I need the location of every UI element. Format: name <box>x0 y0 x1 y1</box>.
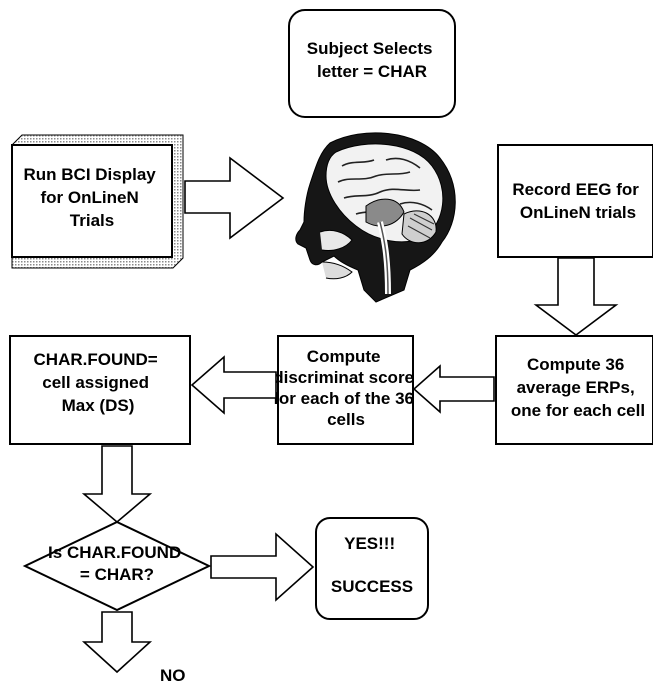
subject-selects-node: Subject Selects letter = CHAR <box>288 9 456 118</box>
run-bci-line-3: Trials <box>70 211 114 230</box>
svg-text:Compute 36 average ERPs,: Compute 36 average ERPs, one for each ce… <box>511 355 645 420</box>
arrow-decision-no <box>81 611 153 674</box>
arrow-decision-to-success <box>210 532 315 602</box>
run-bci-line-2: for OnLineN <box>41 188 139 207</box>
svg-text:Record EEG for OnLineN t: Record EEG for OnLineN trials <box>512 180 643 222</box>
run-bci-line-1: Run BCI Display <box>24 165 157 184</box>
subject-selects-line-1: Subject Selects <box>307 39 433 58</box>
svg-text:Is CHAR.FOUND = CHAR?: Is CHAR.FOUND = CHAR? <box>48 543 186 584</box>
svg-text:CHAR.FOUND= cell assigne: CHAR.FOUND= cell assigned Max (DS) <box>34 350 163 415</box>
subject-selects-line-2: letter = CHAR <box>317 62 427 81</box>
compute-erps-line-1: Compute 36 <box>527 355 624 374</box>
compute-erps-line-3: one for each cell <box>511 401 645 420</box>
compute-ds-line-2: discriminat score <box>273 368 414 387</box>
svg-text:Run BCI Display for OnLi: Run BCI Display for OnLineN Trials <box>24 165 161 230</box>
compute-erps-node: Compute 36 average ERPs, one for each ce… <box>495 335 653 445</box>
arrow-erps-to-ds <box>412 364 495 414</box>
svg-text:YES!!! SUCCESS: YES!!! SUCCESS <box>331 534 413 596</box>
no-label: NO <box>160 666 186 685</box>
char-found-line-2: cell assigned <box>42 373 149 392</box>
success-line-1: YES!!! <box>344 534 395 553</box>
arrow-charfound-to-decision <box>81 445 153 524</box>
compute-ds-line-4: cells <box>327 410 365 429</box>
compute-erps-line-2: average ERPs, <box>517 378 635 397</box>
arrow-record-to-erps <box>533 257 619 336</box>
decision-line-2: = CHAR? <box>80 565 154 584</box>
record-eeg-line-1: Record EEG for <box>512 180 639 199</box>
arrow-ds-to-charfound <box>190 355 277 415</box>
success-node: YES!!! SUCCESS <box>315 517 429 620</box>
char-found-node: CHAR.FOUND= cell assigned Max (DS) <box>9 335 191 445</box>
compute-ds-line-1: Compute <box>307 347 381 366</box>
decision-node: Is CHAR.FOUND = CHAR? <box>22 520 212 612</box>
brain-head-icon <box>295 132 456 303</box>
arrow-run-to-head <box>184 156 285 240</box>
success-line-3: SUCCESS <box>331 577 413 596</box>
compute-ds-line-3: for each of the 36 <box>273 389 414 408</box>
record-eeg-node: Record EEG for OnLineN trials <box>497 144 653 258</box>
char-found-line-3: Max (DS) <box>62 396 135 415</box>
run-bci-node: Run BCI Display for OnLineN Trials <box>11 134 184 269</box>
record-eeg-line-2: OnLineN trials <box>520 203 636 222</box>
svg-text:Compute discriminat scor: Compute discriminat score for each of th… <box>273 347 419 429</box>
svg-text:Subject Selects letter =: Subject Selects letter = CHAR <box>307 39 437 81</box>
decision-line-1: Is CHAR.FOUND <box>48 543 181 562</box>
char-found-line-1: CHAR.FOUND= <box>34 350 158 369</box>
compute-ds-node: Compute discriminat score for each of th… <box>273 335 419 445</box>
